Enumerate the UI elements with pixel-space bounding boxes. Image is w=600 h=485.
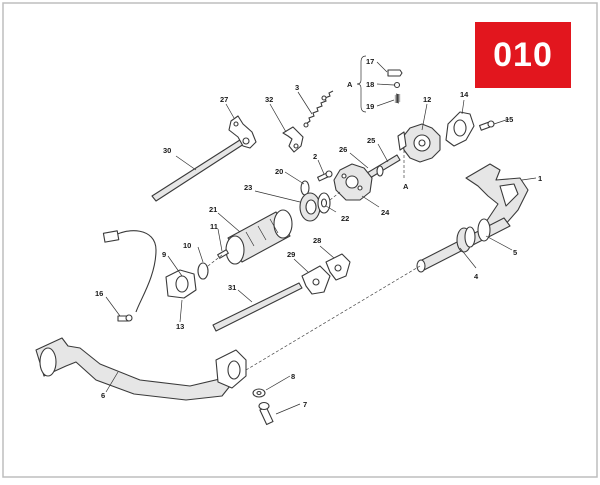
callout-14: 14 [460,90,469,99]
part-12-cam-plate[interactable] [397,123,441,163]
callout-5: 5 [513,248,517,257]
callout-3: 3 [295,83,299,92]
part-7-bolt[interactable] [258,401,274,426]
callout-27: 27 [220,95,228,104]
callout-13: 13 [176,322,184,331]
part-17-pin[interactable] [387,69,403,77]
part-29-fork[interactable] [301,265,331,295]
part-14-link-plate[interactable] [445,111,475,147]
callout-30: 30 [163,146,171,155]
page-border [2,2,598,478]
callout-28: 28 [313,236,321,245]
part-1-shift-arm[interactable] [465,163,529,231]
callout-19: 19 [366,102,374,111]
part-15-screw[interactable] [479,120,495,131]
callout-26: 26 [339,145,347,154]
part-8-washer[interactable] [252,388,266,398]
callout-4: 4 [474,272,479,281]
part-23-bearing[interactable] [299,192,321,222]
part-27-lever[interactable] [228,115,257,149]
callout-17: 17 [366,57,374,66]
part-19-spring[interactable] [394,93,401,104]
callout-24: 24 [381,208,390,217]
callout-10: 10 [183,241,191,250]
callout-2: 2 [313,152,317,161]
part-2-screw[interactable] [317,170,333,182]
callout-9: 9 [162,250,166,259]
callout-22: 22 [341,214,349,223]
callout-25: 25 [367,136,375,145]
callout-29: 29 [287,250,295,259]
callout-21: 21 [209,205,217,214]
part-18-ball[interactable] [393,81,401,89]
callout-31: 31 [228,283,236,292]
callout-7: 7 [303,400,307,409]
group-a-label: A [347,80,353,89]
leader-lines [105,61,537,415]
part-3-spring[interactable] [303,90,334,128]
callout-32: 32 [265,95,273,104]
callout-16: 16 [95,289,103,298]
part-24-star-wheel[interactable] [333,163,373,201]
part-31-shaft[interactable] [212,282,303,332]
callout-6: 6 [101,391,105,400]
page-number-badge: 010 [475,22,571,88]
callout-18: 18 [366,80,374,89]
part-32-bracket[interactable] [282,126,304,153]
part-21-selector-drum[interactable] [225,209,293,265]
part-28-fork[interactable] [325,253,351,281]
reference-a-label: A [403,182,409,191]
callout-1: 1 [538,174,542,183]
callout-12: 12 [423,95,431,104]
part-10-o-ring[interactable] [197,262,209,280]
callout-11: 11 [210,222,218,231]
callout-20: 20 [275,167,283,176]
alignment-lines [207,150,421,371]
part-5-spring-collar[interactable] [456,218,491,253]
part-16-screw[interactable] [117,314,133,322]
callout-8: 8 [291,372,295,381]
group-a-brace [356,55,367,113]
part-22-washer[interactable] [317,192,331,214]
callout-labels: 1 2 3 4 5 6 7 8 9 10 11 12 13 14 15 16 1… [95,57,542,409]
callout-15: 15 [505,115,513,124]
part-6-gear-pedal[interactable] [35,337,247,401]
callout-23: 23 [244,183,252,192]
